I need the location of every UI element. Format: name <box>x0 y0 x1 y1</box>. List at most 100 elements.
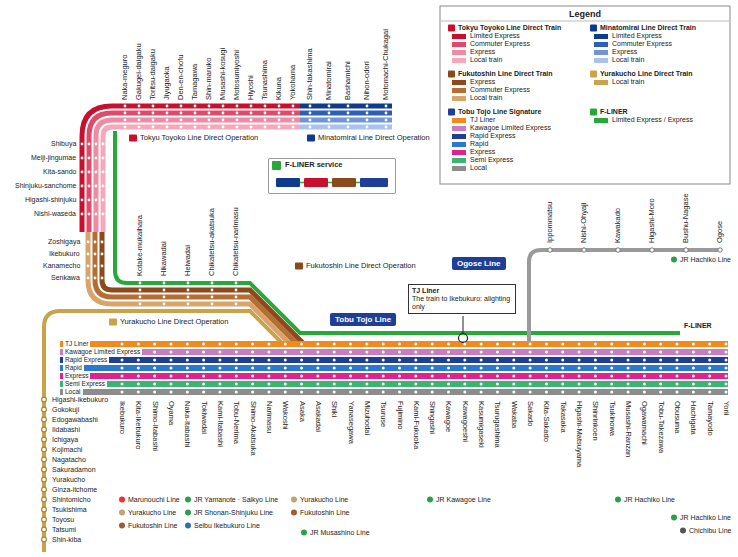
station-dot <box>398 343 401 346</box>
legend-text: Express <box>612 48 637 55</box>
transfer-label: JR Shonan-Shinjuku Line <box>194 509 273 516</box>
station-label: Narimasu <box>265 401 273 433</box>
legend-icon <box>448 25 455 32</box>
legend-text: Local train <box>470 56 502 63</box>
station-dot <box>708 383 711 386</box>
station-dot <box>264 112 267 115</box>
station-dot <box>659 383 662 386</box>
fukutoshin-line <box>88 232 305 345</box>
station-dot <box>163 296 166 299</box>
station-label: Tamayodo <box>706 401 714 436</box>
station-dot <box>235 296 238 299</box>
station-dot <box>87 277 90 280</box>
station-dot <box>333 383 336 386</box>
station-dot <box>676 367 679 370</box>
station-label: Musashi-kosugi <box>219 48 227 100</box>
station-dot <box>186 343 189 346</box>
station-dot <box>202 383 205 386</box>
station-dot <box>267 391 270 394</box>
station-dot <box>137 383 140 386</box>
station-label: Kita-Ikebukuro <box>135 401 143 449</box>
station-dot <box>42 437 47 442</box>
station-label: Naka-meguro <box>121 55 129 100</box>
station-label: Ikebukuro <box>119 401 127 434</box>
legend-swatch <box>452 88 466 93</box>
station-label: Hiyoshi <box>247 75 255 100</box>
station-label: Tsuruse <box>380 401 388 427</box>
station-dot <box>627 375 630 378</box>
station-dot <box>235 282 238 285</box>
station-dot <box>267 367 270 370</box>
station-dot <box>480 359 483 362</box>
station-dot <box>463 343 466 346</box>
legend-swatch <box>452 134 466 139</box>
station-dot <box>235 303 238 306</box>
station-dot <box>251 375 254 378</box>
station-label: Nihon-odori <box>363 61 371 100</box>
station-dot <box>610 375 613 378</box>
legend-swatch <box>594 58 608 63</box>
line-icon <box>109 319 117 326</box>
station-dot <box>95 199 98 202</box>
transfer-icon <box>185 497 191 503</box>
station-dot <box>447 375 450 378</box>
station-dot <box>545 351 548 354</box>
station-dot <box>578 367 581 370</box>
station-dot <box>561 351 564 354</box>
line-icon <box>332 178 356 187</box>
station-dot <box>235 343 238 346</box>
station-label: Higashi-shinjuku <box>25 196 76 203</box>
station-dot <box>309 126 312 129</box>
legend-swatch <box>452 80 466 85</box>
legend-swatch <box>452 158 466 163</box>
tojo-line <box>60 344 728 392</box>
station-dot <box>610 391 613 394</box>
service-row-label: Express <box>63 373 90 380</box>
transfer-icon <box>291 510 297 516</box>
station-dot <box>251 359 254 362</box>
station-label: Nishi-Ohyaji <box>580 203 588 243</box>
station-dot <box>81 185 84 188</box>
station-dot <box>676 359 679 362</box>
station-label: Hachigata <box>690 401 698 435</box>
station-dot <box>211 289 214 292</box>
station-dot <box>659 391 662 394</box>
station-dot <box>349 367 352 370</box>
station-dot <box>121 343 124 346</box>
station-dot <box>692 359 695 362</box>
station-dot <box>169 375 172 378</box>
station-dot <box>463 359 466 362</box>
station-dot <box>309 105 312 108</box>
station-dot <box>480 375 483 378</box>
station-dot <box>187 303 190 306</box>
station-dot <box>267 375 270 378</box>
station-dot <box>186 367 189 370</box>
station-label: Meiji-jingumae <box>31 154 76 161</box>
station-dot <box>194 112 197 115</box>
node-title: TJ Liner <box>412 287 512 295</box>
station-dot <box>153 383 156 386</box>
station-dot <box>87 241 90 244</box>
station-dot <box>431 391 434 394</box>
callout-box: TJ LinerThe train to Ikebukuro: alightin… <box>408 284 516 314</box>
line-label: Tokyu Toyoko Line Direct Operation <box>140 134 258 142</box>
station-label: Yanasegawa <box>347 401 355 444</box>
station-dot <box>578 375 581 378</box>
station-dot <box>42 487 47 492</box>
station-label: Motomachi-Chukagai <box>382 29 390 100</box>
station-dot <box>529 359 532 362</box>
legend-text: Local train <box>470 94 502 101</box>
station-dot <box>235 289 238 292</box>
station-dot <box>284 367 287 370</box>
route-stripe <box>60 357 728 363</box>
station-dot <box>121 391 124 394</box>
station-dot <box>512 391 515 394</box>
legend-text: Kawagoe Limited Express <box>470 124 551 131</box>
station-dot <box>365 343 368 346</box>
station-dot <box>42 397 47 402</box>
station-label: Tsunashima <box>261 60 269 100</box>
station-dot <box>414 351 417 354</box>
station-dot <box>267 351 270 354</box>
station-dot <box>102 185 105 188</box>
station-dot <box>88 143 91 146</box>
